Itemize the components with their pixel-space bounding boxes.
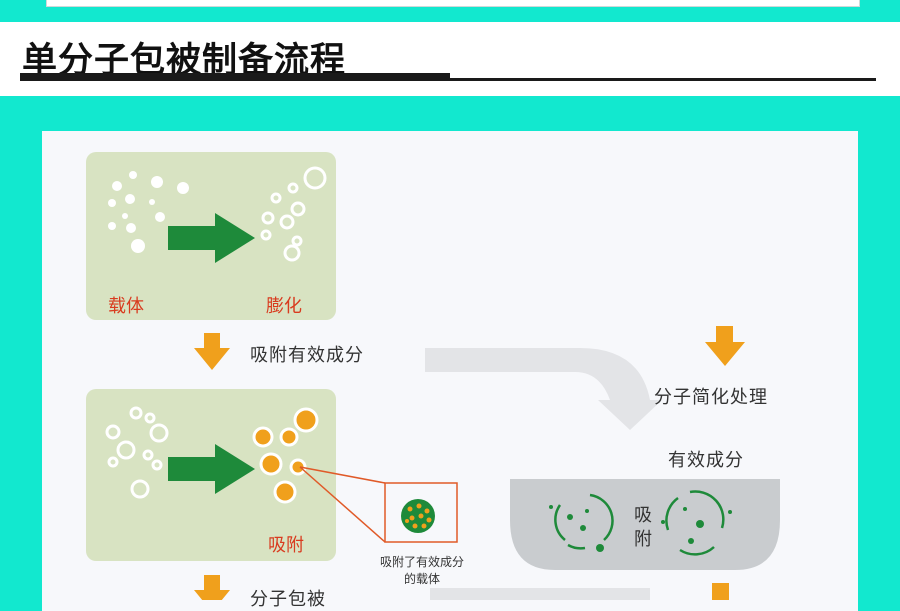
- callout-lines: [299, 466, 458, 543]
- orange-arrow-3: [194, 575, 230, 600]
- bowl-circle-right: [665, 490, 725, 556]
- top-card-edge: [46, 0, 860, 7]
- adsorb-label: 吸附: [268, 535, 304, 556]
- bowl-dots-right: [661, 507, 732, 544]
- expanded-rings: [260, 166, 327, 262]
- green-arrow-1: [168, 213, 255, 263]
- callout-carrier-icon: [401, 499, 435, 533]
- bowl-adsorb-label: 吸附: [634, 505, 653, 550]
- adsorb-rings: [105, 406, 169, 499]
- header-band: [0, 22, 900, 96]
- loaded-carriers: [252, 407, 319, 504]
- bowl-circle-left: [554, 493, 614, 550]
- title-underline-thick: [20, 73, 450, 79]
- orange-arrow-1: [194, 333, 230, 370]
- title-underline: [20, 78, 876, 81]
- orange-arrow-2: [705, 326, 745, 366]
- green-arrow-2: [168, 444, 255, 494]
- callout-text: 吸附了有效成分的载体: [380, 555, 465, 586]
- orange-arrow-4: [701, 583, 741, 600]
- carrier-label: 载体: [108, 296, 144, 317]
- step-simplify-label: 分子简化处理: [654, 387, 768, 408]
- bottom-gray-strip: [430, 588, 650, 600]
- bowl-dots-left: [549, 505, 604, 552]
- expansion-label: 膨化: [266, 296, 302, 317]
- step-coat-label: 分子包被: [250, 589, 326, 610]
- flow-arrow-gray: [425, 348, 662, 430]
- carrier-dots: [108, 171, 189, 253]
- step-adsorb-label: 吸附有效成分: [250, 345, 364, 366]
- effective-ingredient-label: 有效成分: [668, 450, 744, 471]
